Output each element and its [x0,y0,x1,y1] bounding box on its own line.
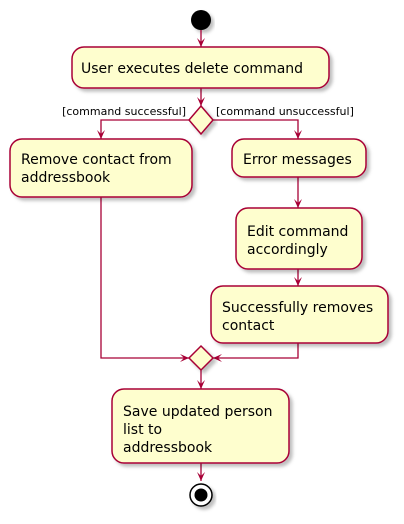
activity-save-line-2: list to [123,422,162,438]
guard-command-unsuccessful: [command unsuccessful] [216,105,354,118]
activity-save-line-3: addressbook [123,440,213,456]
arrowhead [294,277,302,286]
activity-remove-line-1: Remove contact from [21,152,172,168]
arrowhead [97,130,105,139]
guard-command-successful: [command successful] [62,105,186,118]
activity-remove-line-2: addressbook [21,170,111,186]
activity-error-line-1: Error messages [243,152,352,168]
arrowheads [97,38,302,481]
arrowhead [197,38,205,47]
arrowhead [197,472,205,481]
merge-diamond [187,344,215,372]
activity-remove-contact: Remove contact from addressbook [9,138,193,198]
arrowhead [197,380,205,389]
end-node [189,483,213,507]
activity-successfully-removes: Successfully removes contact [210,285,389,344]
activity-edit-command: Edit command accordingly [235,207,363,270]
activity-execute-line-1: User executes delete command [81,61,303,77]
activity-error-messages: Error messages [231,138,367,178]
edge-decision-to-error [213,119,299,139]
activity-save-line-1: Save updated person [123,404,272,420]
edges [100,30,299,481]
arrowhead [213,354,222,362]
edge-success-to-merge [213,343,299,359]
arrowhead [180,354,189,362]
activity-success-line-2: contact [222,318,275,334]
activity-execute: User executes delete command [71,46,330,89]
arrowhead [197,97,205,106]
edge-decision-to-remove [100,119,189,139]
start-node [191,10,211,30]
activity-edit-line-1: Edit command [247,224,348,240]
decision-diamond [188,104,214,136]
arrowhead [294,199,302,208]
edge-remove-to-merge [100,197,189,359]
arrowhead [294,130,302,139]
activity-save-person-list: Save updated person list to addressbook [111,388,290,464]
activity-success-line-1: Successfully removes [222,300,373,316]
activity-edit-line-2: accordingly [247,242,328,258]
